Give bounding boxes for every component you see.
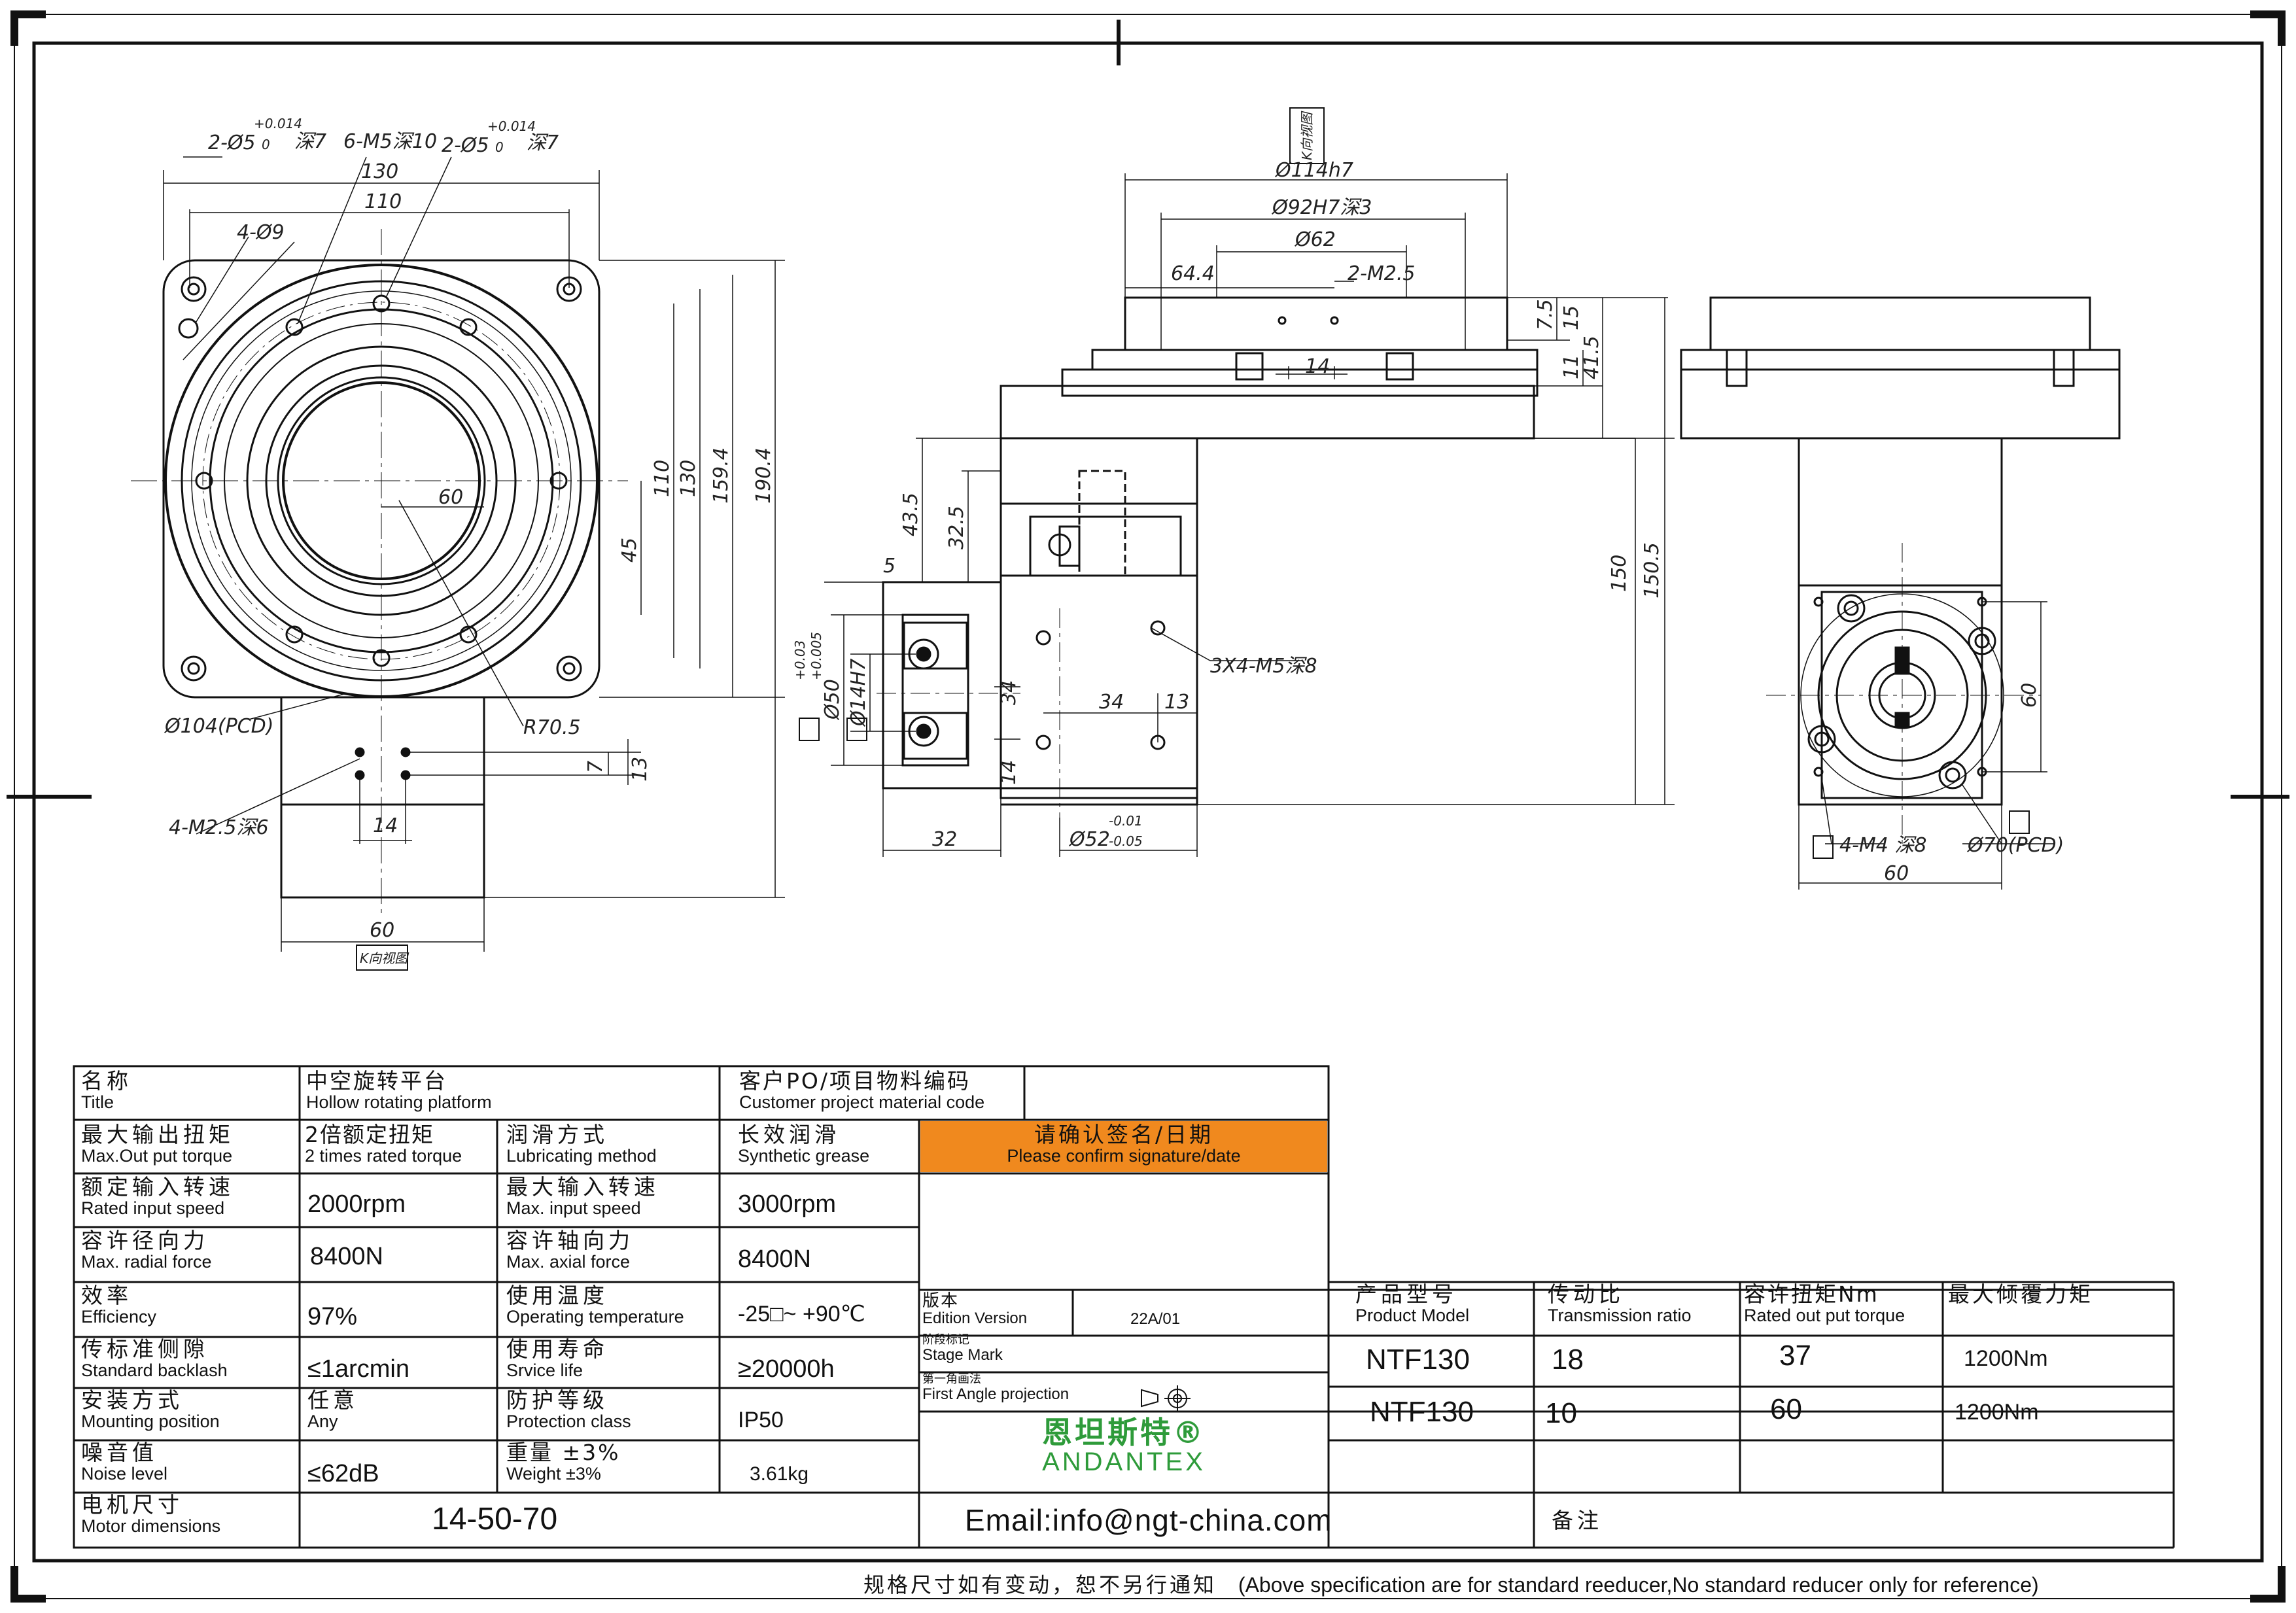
dim-label: 11 <box>1560 355 1583 379</box>
dim-label: 深7 <box>294 130 326 153</box>
dim-label: -0.05 <box>1109 833 1143 849</box>
dim-label: 150 <box>1608 555 1631 592</box>
view-label: K向视图 <box>360 950 409 966</box>
dim-label: 110 <box>651 460 674 497</box>
dim-label: 60 <box>1884 862 1909 885</box>
dim-label: 32 <box>932 828 957 851</box>
dim-label: Ø70(PCD) <box>1966 834 2064 857</box>
dim-label: Ø14H7 <box>847 659 870 727</box>
dim-label: 14 <box>998 760 1020 785</box>
side-view <box>824 173 1675 857</box>
dim-label: 14 <box>373 814 398 837</box>
dim-label: R70.5 <box>523 716 581 739</box>
dim-label: +0.014 <box>487 118 536 134</box>
dim-label: 2-Ø5 <box>442 134 489 157</box>
dim-label: -0.01 <box>1109 813 1143 829</box>
dim-label: 60 <box>438 486 463 509</box>
dim-label: 150.5 <box>1641 542 1663 598</box>
dim-label: 4-Ø9 <box>237 221 285 244</box>
dim-label: Ø62 <box>1294 228 1336 251</box>
dim-label: 32.5 <box>945 506 968 549</box>
dim-label: 14 <box>1305 355 1330 378</box>
dim-label: 13 <box>629 757 652 782</box>
dim-label: 6-M5深10 <box>343 130 437 153</box>
dim-label: 159.4 <box>710 447 733 504</box>
dim-label: 130 <box>361 160 398 183</box>
dim-label: 130 <box>677 460 700 497</box>
dim-label: 5 <box>883 555 896 578</box>
title-block-grid <box>73 1065 2175 1549</box>
side-view-dimensions: K向视图 Ø114h7 Ø92H7深3 Ø62 64.4 2-M2.5 7.5 … <box>792 107 1663 851</box>
dim-label: Ø114h7 <box>1274 159 1353 182</box>
rear-view-dimensions: 60 4-M4 深8 Ø70(PCD) 60 <box>1813 683 2064 885</box>
dim-label: 60 <box>370 919 394 942</box>
dim-label: 13 <box>1164 691 1189 714</box>
dim-label: 2-Ø5 <box>208 131 256 154</box>
footer-note-cn: 规格尺寸如有变动，恕不另行通知 <box>863 1572 1217 1597</box>
dim-label: 60 <box>2018 683 2041 708</box>
dim-label: 45 <box>618 538 641 563</box>
view-label: K向视图 <box>1299 111 1315 160</box>
dim-label: 深7 <box>527 131 559 154</box>
dim-label: +0.03 <box>792 640 808 680</box>
dim-label: 190.4 <box>752 447 775 504</box>
dim-label: 4-M4 深8 <box>1839 834 1927 857</box>
dim-label: 34 <box>998 680 1020 705</box>
dim-label: 110 <box>364 190 402 213</box>
footer-note-en: (Above specification are for standard re… <box>1238 1573 2039 1597</box>
footer-note: 规格尺寸如有变动，恕不另行通知 (Above specification are… <box>863 1569 2039 1599</box>
dim-label: 15 <box>1560 305 1583 330</box>
front-view <box>131 156 785 952</box>
dim-label: +0.005 <box>809 632 824 680</box>
dim-label: 7.5 <box>1534 299 1557 330</box>
dim-label: Ø104(PCD) <box>164 715 273 738</box>
dim-label: 7 <box>584 761 607 773</box>
dim-label: 0 <box>495 139 504 155</box>
dim-label: 34 <box>1099 691 1124 714</box>
dim-label: +0.014 <box>254 116 302 131</box>
dim-label: 2-M2.5 <box>1348 262 1416 285</box>
dim-label: Ø92H7深3 <box>1271 196 1372 219</box>
dim-label: Ø52 <box>1068 828 1110 851</box>
sheet-frame <box>7 10 2289 1603</box>
dim-label: 4-M2.5深6 <box>169 816 269 839</box>
dim-label: Ø50 <box>821 679 844 721</box>
front-view-dimensions: 2-Ø5 +0.014 0 深7 6-M5深10 2-Ø5 +0.014 0 深… <box>164 116 775 971</box>
rear-view <box>1680 296 2121 890</box>
dim-label: 43.5 <box>899 493 922 536</box>
dim-label: 64.4 <box>1171 262 1215 285</box>
dim-label: 0 <box>262 137 270 152</box>
dim-label: 41.5 <box>1580 336 1603 379</box>
first-angle-projection-symbol <box>1141 1385 1191 1412</box>
dim-label: 3X4-M5深8 <box>1210 655 1317 678</box>
